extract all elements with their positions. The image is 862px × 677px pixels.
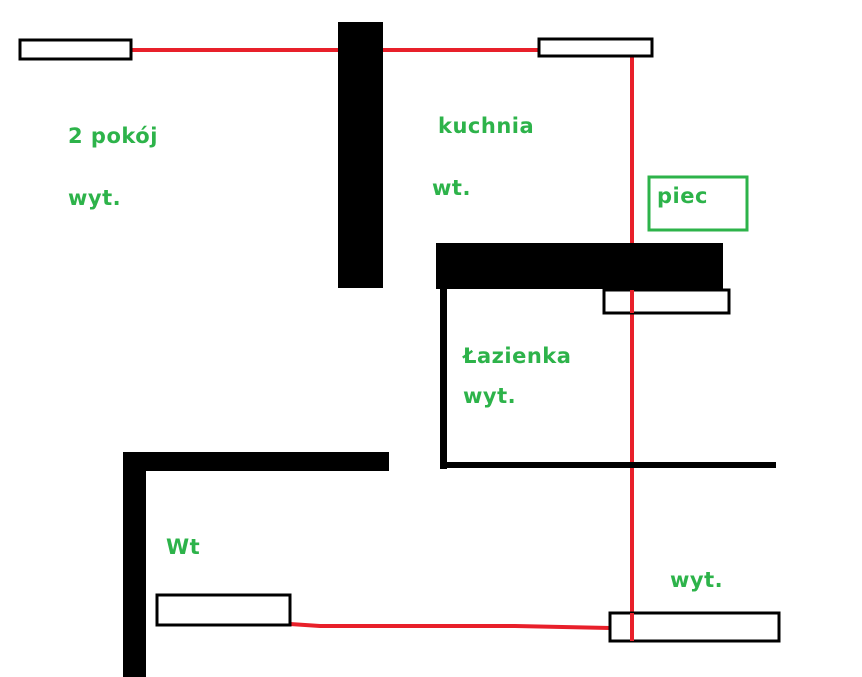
bathroom-outlet-label: wyt.: [463, 384, 517, 408]
wall-lower-vertical: [123, 452, 146, 677]
bathroom-label: Łazienka: [463, 344, 572, 368]
kitchen-label: kuchnia: [438, 114, 535, 138]
lower-right-outlet-label: wyt.: [670, 568, 724, 592]
wall-top-vertical: [338, 22, 383, 288]
radiator-bathroom: [602, 288, 731, 315]
radiators: [18, 37, 781, 643]
radiator-top-left: [18, 38, 133, 61]
room-2-outlet-label: wyt.: [68, 186, 122, 210]
wall-bathroom-bottom: [440, 462, 776, 468]
heating-pipes: [131, 48, 634, 630]
wall-bathroom-left: [440, 285, 447, 469]
wall-lower-horizontal: [123, 452, 389, 471]
kitchen-outlet-label: wt.: [432, 176, 471, 200]
radiator-lower-left: [155, 593, 292, 627]
stove-label: piec: [657, 184, 708, 208]
walls: [123, 22, 776, 677]
radiator-lower-right: [608, 611, 781, 643]
lower-left-outlet-label: Wt: [166, 535, 201, 559]
room-2-label: 2 pokój: [68, 124, 158, 148]
stove-box: [647, 175, 749, 232]
radiator-top-right: [537, 37, 654, 58]
pipe-bottom-horizontal: [289, 622, 611, 630]
wall-middle-horizontal: [436, 243, 723, 289]
